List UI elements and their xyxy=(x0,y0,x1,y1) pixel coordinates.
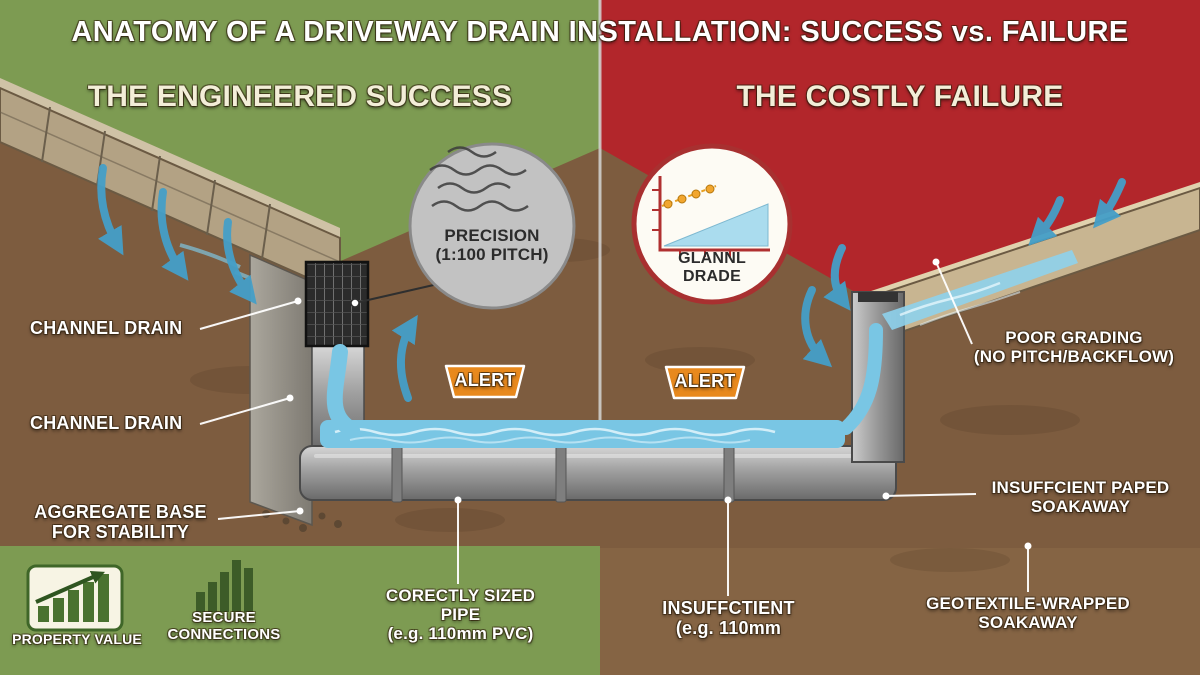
precision-callout-circle xyxy=(350,142,576,310)
water-texture-lines xyxy=(429,146,529,212)
label-grade-callout: GLANNL DRADE xyxy=(678,250,746,286)
label-precision-callout: PRECISION (1:100 PITCH) xyxy=(435,226,549,265)
leader-lines xyxy=(199,261,1029,596)
label-channel-drain-lower: CHANNEL DRAIN xyxy=(30,413,183,433)
label-alert-left: ALERT xyxy=(454,370,516,390)
flow-arrow xyxy=(1028,196,1064,246)
main-title: ANATOMY OF A DRIVEWAY DRAIN INSTALLATION… xyxy=(71,16,1129,48)
alert-badge-left xyxy=(444,364,526,399)
alert-badge-right xyxy=(664,365,746,400)
property-value-icon xyxy=(26,564,124,632)
grade-callout-circle xyxy=(631,143,793,305)
water-flow xyxy=(320,250,1078,448)
flow-arrow xyxy=(801,286,833,368)
left-subtitle: THE ENGINEERED SUCCESS xyxy=(87,80,513,113)
label-channel-drain-upper: CHANNEL DRAIN xyxy=(30,318,183,338)
secure-connections-icon xyxy=(196,560,253,612)
flow-arrow xyxy=(223,218,257,305)
label-property-value: PROPERTY VALUE xyxy=(12,631,142,647)
soakaway-soil-band xyxy=(600,548,1200,675)
flow-arrow xyxy=(97,164,124,256)
label-insufficient-pipe: INSUFFCTIENT (e.g. 110mm xyxy=(662,598,795,639)
flow-arrows xyxy=(97,164,1126,402)
label-poor-grading: POOR GRADING (NO PITCH/BACKFLOW) xyxy=(973,328,1175,367)
right-subtitle: THE COSTLY FAILURE xyxy=(736,80,1064,113)
label-alert-right: ALERT xyxy=(674,371,736,391)
flow-arrow xyxy=(391,314,418,402)
label-insufficient-soakaway: INSUFFCIENT PAPED SOAKAWAY xyxy=(991,478,1170,517)
label-aggregate-base: AGGREGATE BASE FOR STABILITY xyxy=(34,502,207,543)
flow-arrow xyxy=(823,244,851,311)
label-correct-pipe: CORECTLY SIZED PIPE (e.g. 110mm PVC) xyxy=(385,586,536,644)
label-geotextile-soakaway: GEOTEXTILE-WRAPPED SOAKAWAY xyxy=(926,594,1130,633)
grade-mini-chart xyxy=(652,176,770,257)
label-secure-connections: SECURE CONNECTIONS xyxy=(167,609,281,643)
horizontal-pipe xyxy=(299,443,897,503)
flow-arrow xyxy=(157,188,189,281)
trench-left-wall xyxy=(249,253,342,532)
leader-dots xyxy=(286,258,1032,550)
flow-arrow xyxy=(1093,178,1126,229)
